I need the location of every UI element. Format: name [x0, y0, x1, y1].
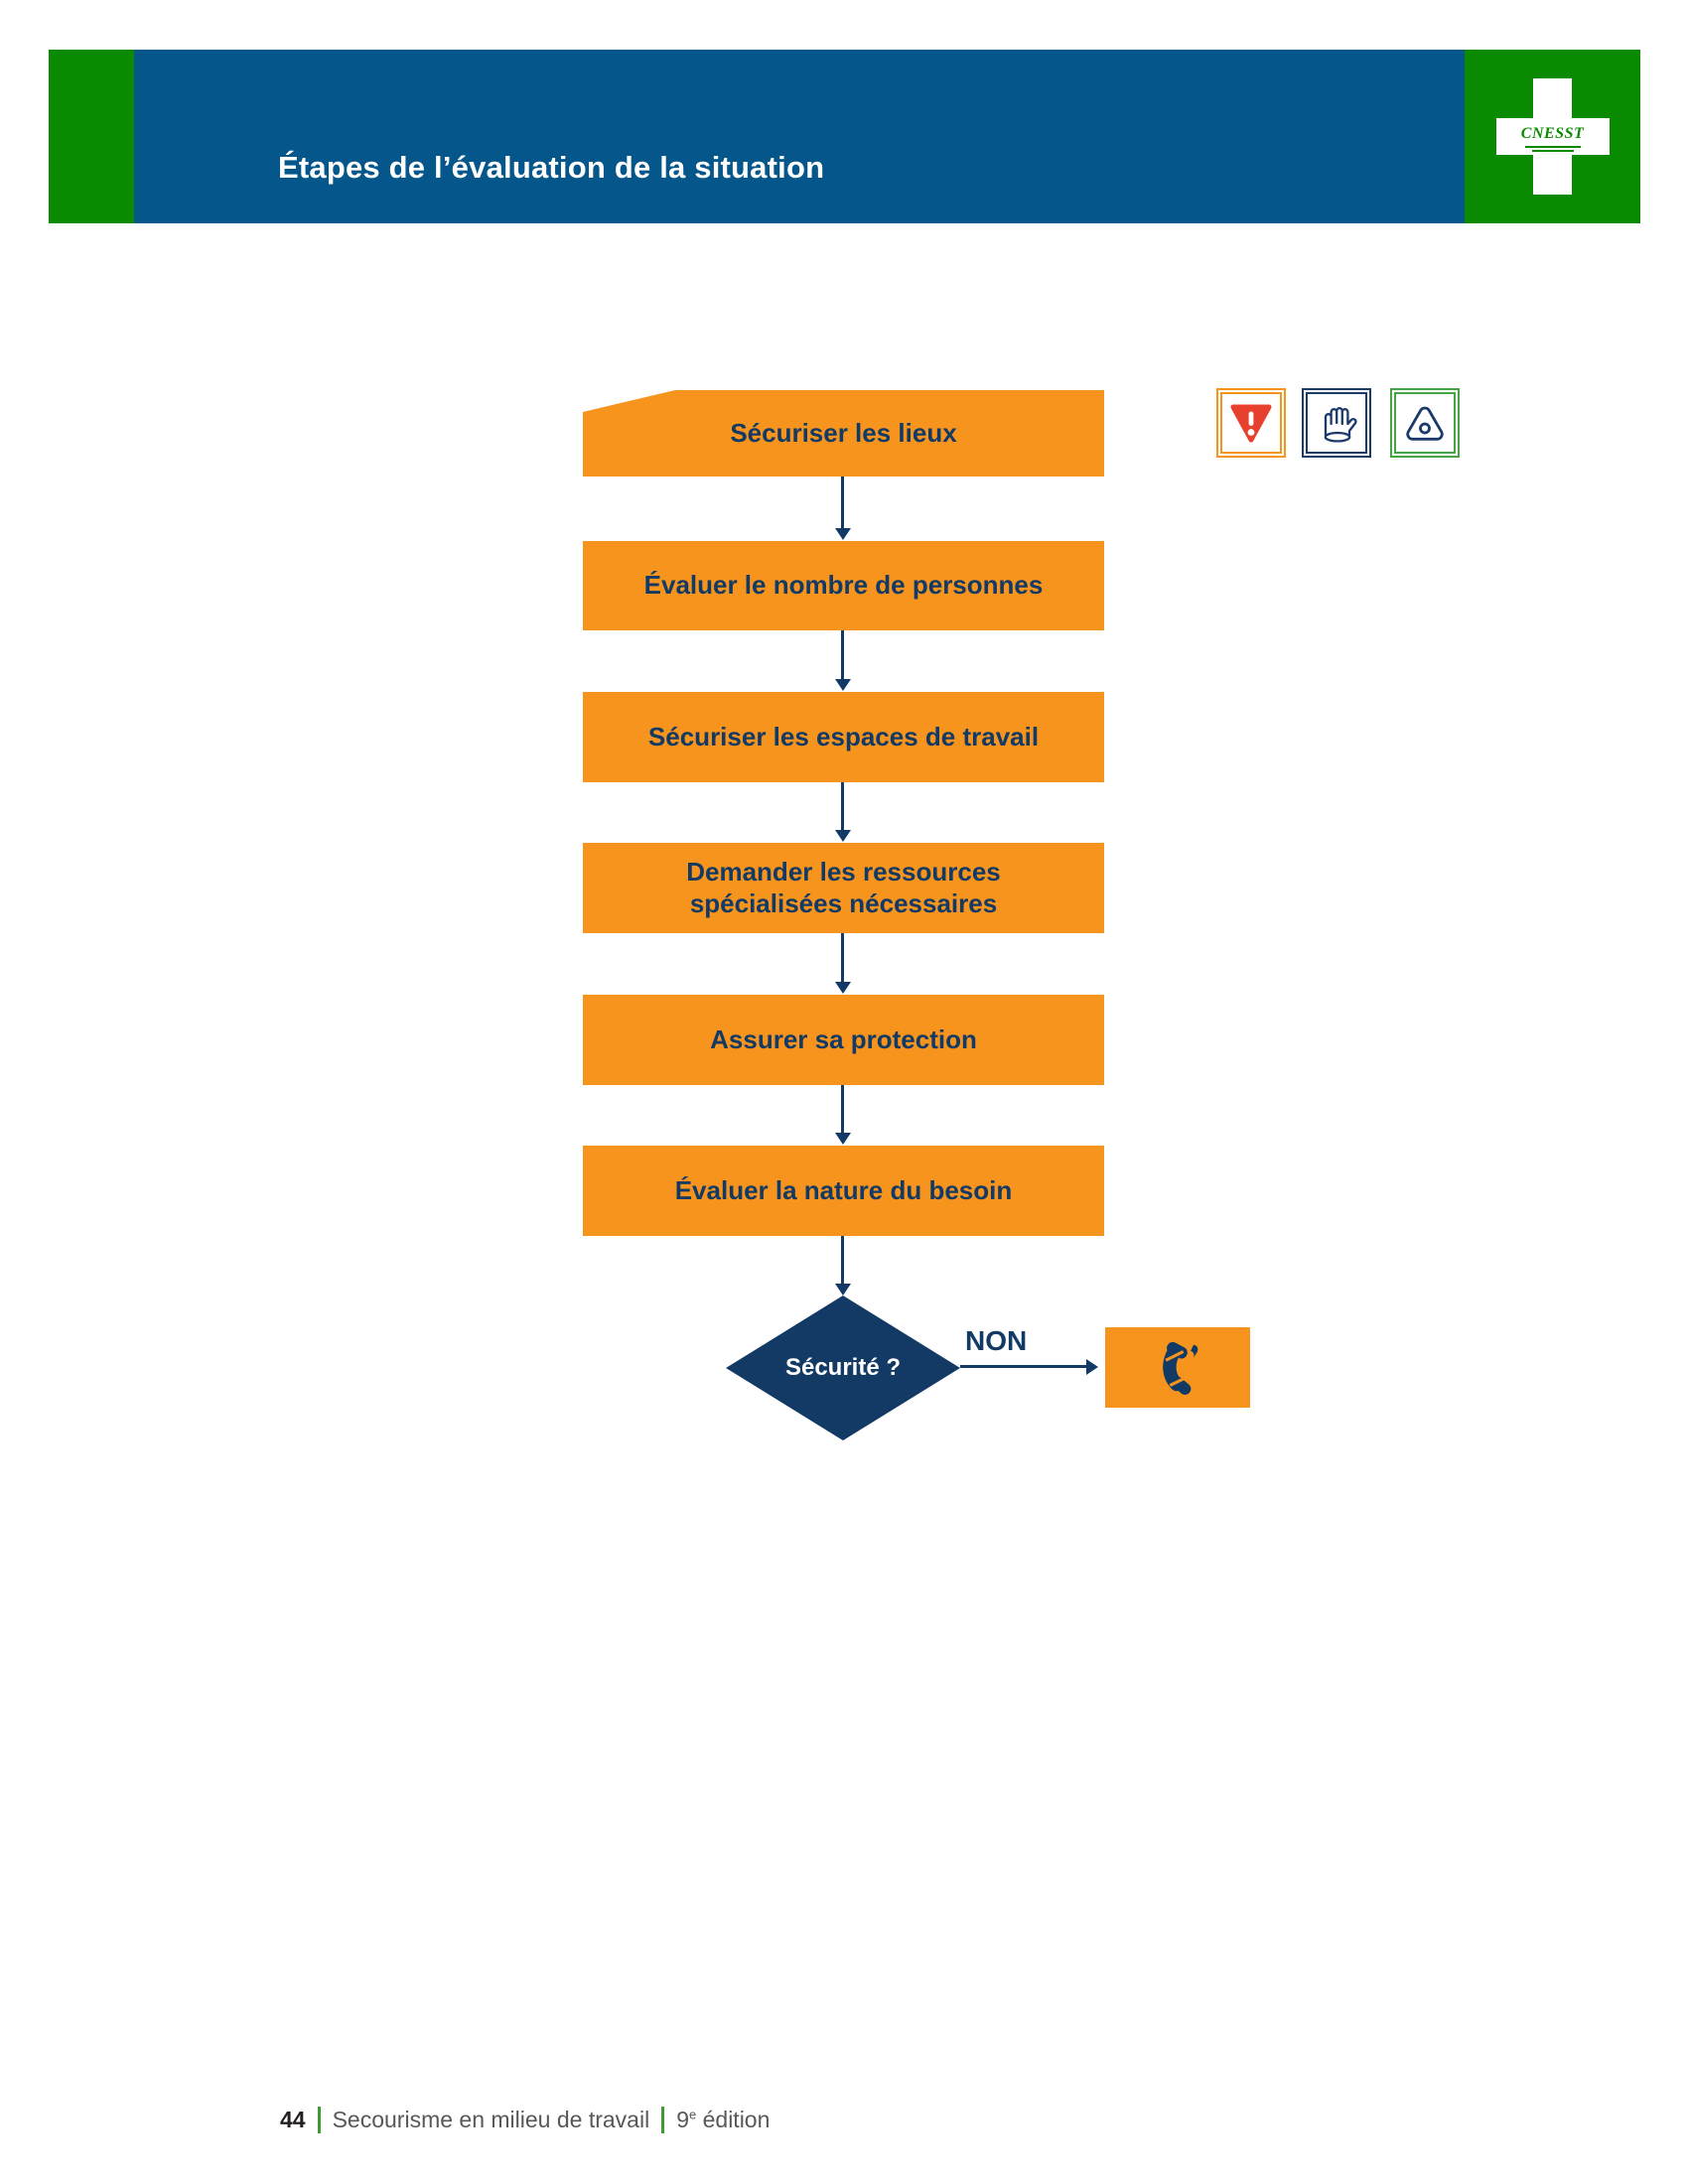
flow-step-count-people: Évaluer le nombre de personnes [583, 541, 1104, 630]
caution-triangle-icon-frame [1394, 392, 1456, 454]
flow-step-secure-workspaces: Sécuriser les espaces de travail [583, 692, 1104, 782]
flow-step-request-resources: Demander les ressources spécialisées néc… [583, 843, 1104, 933]
connector-arrow-non [960, 1365, 1087, 1368]
connector-arrow [841, 782, 844, 831]
edition-label: 9e édition [676, 2107, 770, 2133]
book-title: Secourisme en milieu de travail [332, 2107, 650, 2132]
header-banner: Étapes de l’évaluation de la situation [134, 50, 1465, 223]
footer-separator [317, 2107, 321, 2133]
connector-arrow [841, 1236, 844, 1285]
connector-arrow [841, 630, 844, 680]
header-logo-block: CNESST [1465, 50, 1640, 223]
page-title: Étapes de l’évaluation de la situation [278, 150, 825, 185]
first-aid-cross-icon [1496, 118, 1610, 155]
decision-diamond-security: Sécurité ? [726, 1296, 960, 1440]
edition-number: 9 [676, 2107, 689, 2132]
caution-triangle-icon [1390, 388, 1460, 458]
footer-separator [661, 2107, 665, 2133]
protective-glove-icon-frame [1306, 392, 1367, 454]
decision-label: Sécurité ? [784, 1354, 902, 1381]
branch-label-non: NON [965, 1325, 1028, 1356]
phone-receiver-icon [1163, 1341, 1198, 1395]
flow-step-secure-premises: Sécuriser les lieux [583, 390, 1104, 477]
warning-triangle-glyph [1230, 404, 1272, 443]
page-footer: 44 Secourisme en milieu de travail 9e éd… [280, 2107, 770, 2133]
cnesst-logo-underline [1531, 150, 1574, 152]
cnesst-logo-underline [1524, 146, 1581, 148]
page-number: 44 [280, 2107, 306, 2132]
flow-step-assess-need: Évaluer la nature du besoin [583, 1146, 1104, 1236]
connector-arrow [841, 1085, 844, 1134]
edition-word: édition [702, 2107, 771, 2132]
yield-warning-icon [1216, 388, 1286, 458]
yield-warning-icon-frame [1220, 392, 1282, 454]
header-green-block-left [49, 50, 134, 223]
glove-glyph [1324, 407, 1357, 443]
connector-arrow [841, 477, 844, 529]
rounded-triangle-glyph [1406, 406, 1444, 441]
flow-step-ensure-protection: Assurer sa protection [583, 995, 1104, 1085]
connector-arrow [841, 933, 844, 983]
protective-glove-icon [1302, 388, 1371, 458]
call-emergency-box [1105, 1327, 1250, 1408]
edition-exponent: e [688, 2107, 697, 2122]
cnesst-logo: CNESST [1520, 125, 1585, 142]
